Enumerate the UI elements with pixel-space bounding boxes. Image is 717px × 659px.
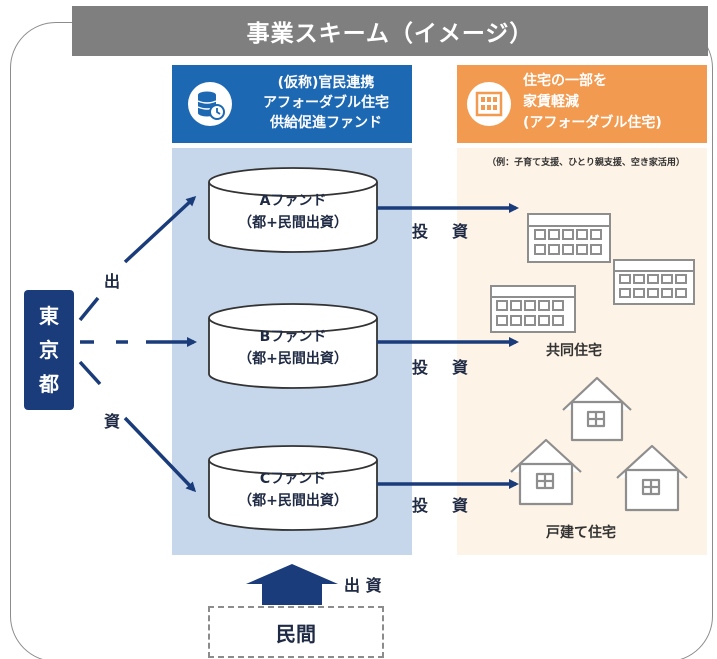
fund-header-line-3: 供給促進ファンド xyxy=(270,115,382,131)
fund-header-line-1: (仮称)官民連携 xyxy=(277,75,375,91)
house-icon xyxy=(562,376,632,442)
housing-header-line-3: (アフォーダブル住宅) xyxy=(523,115,662,131)
fund-a-name: Aファンド xyxy=(259,193,327,209)
fund-cylinder-c xyxy=(208,445,378,531)
label-shi: 資 xyxy=(104,412,121,431)
housing-header-line-2: 家賃軽減 xyxy=(523,94,579,110)
invest-label-b-1: 投 xyxy=(412,358,429,377)
detached-caption: 戸建て住宅 xyxy=(546,525,616,541)
fund-a-label: Aファンド （都+民間出資） xyxy=(218,190,368,234)
fund-c-sub: （都+民間出資） xyxy=(238,493,348,509)
arrow-private-investment xyxy=(246,564,338,605)
label-shutsu: 出 xyxy=(104,272,121,291)
fund-header-line-2: アフォーダブル住宅 xyxy=(263,95,389,111)
invest-label-a-1: 投 xyxy=(412,222,429,241)
invest-label-a-2: 資 xyxy=(452,222,469,241)
fund-cylinder-a xyxy=(208,167,378,253)
house-icon xyxy=(616,444,688,512)
coin-stack-icon xyxy=(188,82,232,126)
apartment-building-icon xyxy=(490,285,576,333)
fund-header: (仮称)官民連携 アフォーダブル住宅 供給促進ファンド xyxy=(172,65,412,143)
housing-header-line-1: 住宅の一部を xyxy=(523,73,607,89)
fund-a-sub: （都+民間出資） xyxy=(238,215,348,231)
fund-b-label: Bファンド （都+民間出資） xyxy=(218,326,368,370)
tokyo-char-1: 東 xyxy=(39,304,59,328)
private-sector-label: 民間 xyxy=(276,621,316,646)
invest-label-c-1: 投 xyxy=(412,496,429,515)
housing-header: 住宅の一部を 家賃軽減 (アフォーダブル住宅) xyxy=(457,65,707,143)
invest-label-c-2: 資 xyxy=(452,496,469,515)
apartments-caption: 共同住宅 xyxy=(546,343,602,359)
private-investment-label: 出 資 xyxy=(344,576,382,595)
tokyo-char-3: 都 xyxy=(39,372,59,396)
house-icon xyxy=(510,438,582,506)
building-icon xyxy=(467,82,511,126)
fund-c-label: Cファンド （都+民間出資） xyxy=(218,468,368,512)
fund-b-sub: （都+民間出資） xyxy=(238,351,348,367)
tokyo-metropolitan-box: 東 京 都 xyxy=(24,290,74,410)
fund-c-name: Cファンド xyxy=(259,471,327,487)
fund-b-name: Bファンド xyxy=(259,329,327,345)
fund-cylinder-b xyxy=(208,303,378,389)
tokyo-char-2: 京 xyxy=(39,338,59,362)
diagram-title: 事業スキーム（イメージ） xyxy=(72,6,708,56)
arrow-tokyo-to-fund-c xyxy=(78,360,197,493)
private-sector-box: 民間 xyxy=(208,606,384,658)
apartment-building-icon xyxy=(613,259,695,305)
arrow-tokyo-to-fund-a xyxy=(78,195,197,322)
housing-examples: （例：子育て支援、ひとり親支援、空き家活用） xyxy=(487,158,685,168)
apartment-building-icon xyxy=(527,213,611,263)
invest-label-b-2: 資 xyxy=(452,358,469,377)
